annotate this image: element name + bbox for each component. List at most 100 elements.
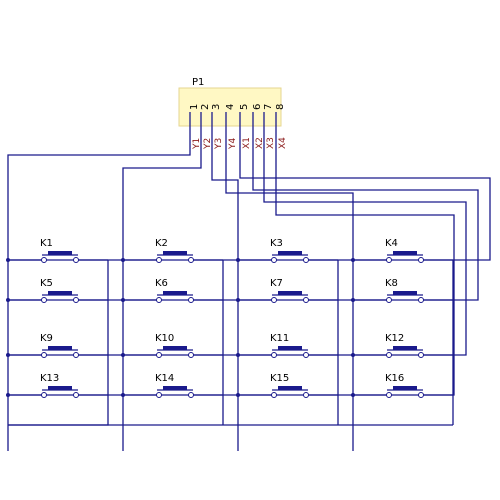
- switch-contact: [41, 352, 47, 358]
- switch-label: K2: [155, 238, 168, 249]
- switch-label: K3: [270, 238, 283, 249]
- pin-number: 6: [252, 104, 263, 110]
- switch-contact: [156, 352, 162, 358]
- switch-actuator: [163, 346, 187, 350]
- junction-dot: [236, 353, 240, 357]
- switch-actuator: [278, 386, 302, 390]
- pin-name: Y1: [192, 138, 202, 150]
- junction-dot: [121, 393, 125, 397]
- junction-dot: [6, 393, 10, 397]
- switch-k13: K13: [6, 373, 108, 398]
- switch-contact: [418, 297, 424, 303]
- switch-contact: [418, 352, 424, 358]
- switch-actuator: [278, 346, 302, 350]
- pin-number: 4: [225, 104, 236, 110]
- switch-contact: [271, 352, 277, 358]
- junction-dot: [121, 353, 125, 357]
- switch-label: K13: [40, 373, 59, 384]
- connector-pin-8: 8X4: [275, 104, 288, 149]
- junction-dot: [351, 258, 355, 262]
- switch-label: K12: [385, 333, 404, 344]
- pin-number: 7: [263, 104, 274, 110]
- junction-dot: [351, 393, 355, 397]
- switch-contact: [303, 352, 309, 358]
- switch-label: K16: [385, 373, 404, 384]
- wiring: [7, 130, 491, 451]
- switch-contact: [386, 352, 392, 358]
- switch-k12: K12: [351, 333, 453, 358]
- wire-y4: [225, 130, 354, 451]
- switch-k8: K8: [351, 278, 453, 303]
- switch-actuator: [48, 386, 72, 390]
- connector-pin-5: 5X1: [239, 104, 252, 149]
- switch-k11: K11: [236, 333, 338, 358]
- switch-actuator: [163, 251, 187, 255]
- switch-contact: [188, 392, 194, 398]
- switch-k14: K14: [121, 373, 223, 398]
- pin-name: X1: [242, 137, 252, 149]
- connector-pin-2: 2Y2: [200, 104, 213, 150]
- switch-contact: [386, 297, 392, 303]
- switch-k10: K10: [121, 333, 223, 358]
- switch-contact: [41, 257, 47, 263]
- switch-contact: [73, 297, 79, 303]
- connector-pin-6: 6X2: [252, 104, 265, 149]
- switch-contact: [73, 352, 79, 358]
- switch-k16: K16: [351, 373, 453, 398]
- junction-dot: [236, 393, 240, 397]
- pin-name: Y4: [228, 138, 238, 150]
- connector-pin-7: 7X3: [263, 104, 276, 149]
- switch-label: K1: [40, 238, 53, 249]
- junction-dot: [121, 298, 125, 302]
- switch-contact: [303, 257, 309, 263]
- junction-dot: [351, 353, 355, 357]
- switch-contact: [156, 257, 162, 263]
- switch-k15: K15: [236, 373, 338, 398]
- switch-label: K8: [385, 278, 398, 289]
- pin-name: X3: [266, 137, 276, 149]
- switch-contact: [41, 392, 47, 398]
- switch-actuator: [393, 386, 417, 390]
- connector-pin-3: 3Y3: [211, 104, 224, 150]
- switch-contact: [303, 392, 309, 398]
- junction-dot: [121, 258, 125, 262]
- wire-y2: [122, 130, 202, 451]
- switch-contact: [188, 257, 194, 263]
- switch-contact: [303, 297, 309, 303]
- switch-contact: [271, 257, 277, 263]
- switch-contact: [73, 392, 79, 398]
- pin-number: 1: [189, 104, 200, 110]
- switch-label: K6: [155, 278, 168, 289]
- switch-contact: [386, 392, 392, 398]
- switch-contact: [156, 297, 162, 303]
- switch-k5: K5: [6, 278, 108, 303]
- switch-actuator: [48, 291, 72, 295]
- switch-actuator: [393, 346, 417, 350]
- switch-contact: [418, 257, 424, 263]
- switch-contact: [188, 352, 194, 358]
- wire-y1: [7, 130, 191, 451]
- pin-name: Y2: [203, 138, 213, 150]
- connector-pin-1: 1Y1: [189, 104, 202, 150]
- pin-number: 8: [275, 104, 286, 110]
- switch-k7: K7: [236, 278, 338, 303]
- switch-actuator: [163, 386, 187, 390]
- switch-contact: [418, 392, 424, 398]
- switch-k4: K4: [351, 238, 453, 263]
- switch-actuator: [278, 251, 302, 255]
- pin-number: 2: [200, 104, 211, 110]
- junction-dot: [6, 258, 10, 262]
- switch-actuator: [48, 251, 72, 255]
- switch-label: K15: [270, 373, 289, 384]
- pin-number: 3: [211, 104, 222, 110]
- switch-k9: K9: [6, 333, 108, 358]
- pin-name: X2: [255, 137, 265, 149]
- switch-actuator: [278, 291, 302, 295]
- switch-label: K4: [385, 238, 398, 249]
- pin-name: Y3: [214, 138, 224, 150]
- switch-actuator: [393, 291, 417, 295]
- junction-dot: [236, 258, 240, 262]
- connector-pin-4: 4Y4: [225, 104, 238, 150]
